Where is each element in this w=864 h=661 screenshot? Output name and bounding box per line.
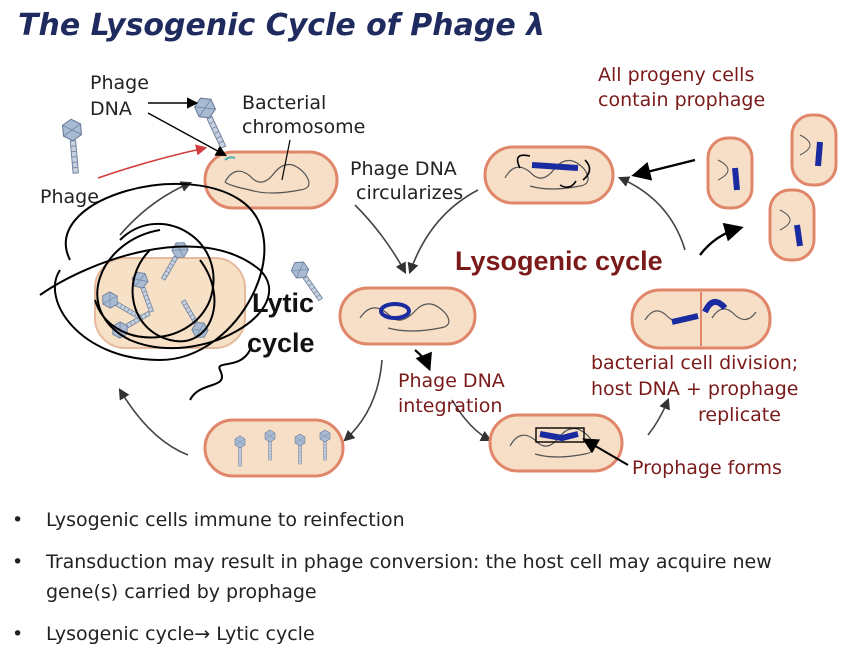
bullet-item: • Transduction may result in phage conve… <box>10 547 840 607</box>
label-phage: Phage <box>40 186 99 208</box>
bullet-item: • Lysogenic cycle→ Lytic cycle <box>10 619 840 649</box>
cell-infection <box>203 150 339 210</box>
label-lytic-cycle: Lytic cycle <box>247 288 322 358</box>
slide-title: The Lysogenic Cycle of Phage λ <box>18 8 546 43</box>
bullet-list: • Lysogenic cells immune to reinfection … <box>10 505 840 661</box>
label-phage-dna-integration: Phage DNA integration <box>398 370 511 417</box>
label-phage-dna-circularizes: Phage DNA circularizes <box>350 158 463 204</box>
bullet-text: Lysogenic cells immune to reinfection <box>46 509 405 531</box>
chromosome-pointer <box>281 139 291 181</box>
bullet-dot: • <box>12 551 24 573</box>
label-prophage-forms: Prophage forms <box>632 457 782 479</box>
right-arrow-icon: → <box>194 623 211 645</box>
bullet-text-right: Lytic cycle <box>210 623 315 645</box>
cell-lytic-bottom <box>203 418 345 478</box>
label-all-progeny: All progeny cells contain prophage <box>598 64 765 111</box>
phage-free <box>61 117 86 175</box>
lysogenic-cycle-diagram: Phage DNA Phage Bacterial chromosome Pha… <box>39 64 838 479</box>
label-bacterial-chromosome: Bacterial chromosome <box>242 92 365 138</box>
handwritten-scribble <box>39 182 270 401</box>
bullet-text: Transduction may result in phage convers… <box>46 551 772 603</box>
phage-dna-pointer <box>147 97 227 157</box>
label-phage-dna: Phage DNA <box>90 72 155 120</box>
label-lysogenic-cycle: Lysogenic cycle <box>455 246 663 276</box>
bullet-dot: • <box>12 509 24 531</box>
bullet-dot: • <box>12 623 24 645</box>
cell-dividing <box>630 288 772 350</box>
cell-circularized <box>483 145 615 205</box>
phage-injecting <box>191 93 232 152</box>
progeny-cells <box>706 113 838 262</box>
prophage-pointer <box>582 438 629 466</box>
bullet-text-left: Lysogenic cycle <box>46 623 195 645</box>
integration-pointer <box>414 349 432 372</box>
bullet-item: • Lysogenic cells immune to reinfection <box>10 505 840 535</box>
cell-center <box>338 286 477 346</box>
cell-prophage <box>488 413 624 473</box>
label-cell-division: bacterial cell division; host DNA + prop… <box>591 352 805 426</box>
progeny-arrows <box>631 158 744 256</box>
red-injection-arrow <box>97 144 208 179</box>
cycle-arrows <box>118 176 686 456</box>
